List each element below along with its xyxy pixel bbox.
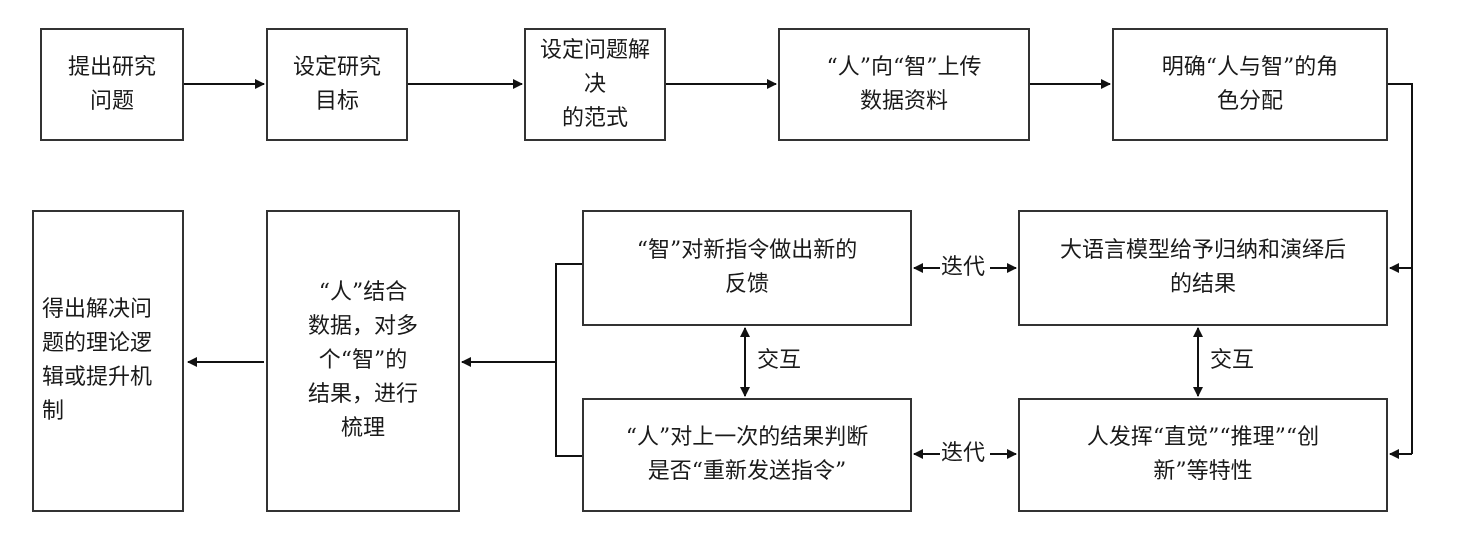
box-ai-feedback: “智”对新指令做出新的反馈 [582,210,912,326]
box-human-judgement: “人”对上一次的结果判断是否“重新发送指令” [582,398,912,512]
box-role-assignment: 明确“人与智”的角色分配 [1112,28,1388,141]
arrow-b5-right-line [1388,83,1413,454]
box-set-solution-paradigm: 设定问题解决的范式 [524,28,666,141]
label-iterate-top: 迭代 [941,255,986,281]
box-set-research-goal: 设定研究目标 [266,28,408,141]
box-llm-results: 大语言模型给予归纳和演绎后的结果 [1018,210,1388,326]
box-theory-conclusion: 得出解决问题的理论逻辑或提升机制 [32,210,184,512]
box-human-traits: 人发挥“直觉”“推理”“创新”等特性 [1018,398,1388,512]
box-upload-data: “人”向“智”上传数据资料 [778,28,1030,141]
label-interact-left: 交互 [757,348,802,374]
box-human-synthesis: “人”结合数据，对多个“智”的结果，进行梳理 [266,210,460,512]
label-interact-right: 交互 [1210,348,1255,374]
label-iterate-bottom: 迭代 [941,441,986,467]
merge-bracket [555,263,582,457]
box-propose-research-question: 提出研究问题 [40,28,184,141]
